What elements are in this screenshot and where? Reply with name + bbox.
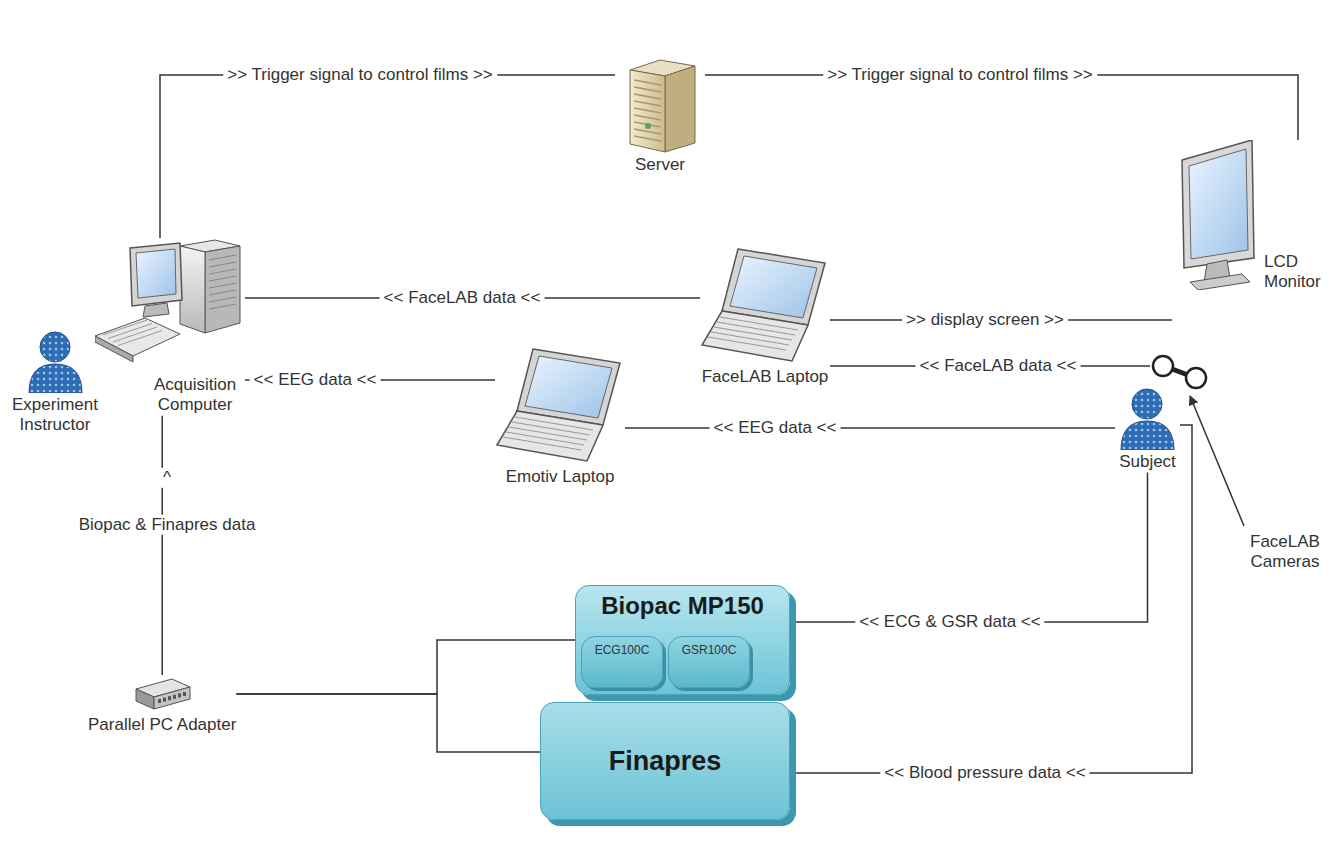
person-icon-node: Subject: [1115, 385, 1180, 472]
computer-icon: [95, 238, 245, 373]
device-box: Finapres: [540, 702, 790, 820]
signal-line: [161, 416, 163, 675]
laptop-icon: [495, 345, 625, 465]
icon-label: LCD Monitor: [1264, 252, 1326, 293]
signal-label: << Blood pressure data <<: [880, 763, 1089, 783]
signal-line: [236, 694, 540, 752]
signal-label: << FaceLAB data <<: [916, 356, 1081, 376]
signal-line: [790, 472, 1148, 622]
signal-line: [625, 427, 1115, 429]
signal-line: [160, 75, 615, 238]
server-icon: [615, 58, 705, 153]
monitor-icon: [1172, 140, 1260, 290]
box-title: ECG100C: [595, 643, 650, 657]
adapter-icon: [132, 675, 192, 713]
server-icon-node: Server: [615, 58, 705, 175]
box-title: GSR100C: [682, 643, 737, 657]
icon-label: Acquisition Computer: [145, 375, 245, 416]
icon-label: FaceLAB Cameras: [1240, 532, 1330, 573]
icon-label: Experiment Instructor: [5, 395, 105, 436]
signal-label: >> Trigger signal to control films >>: [223, 65, 497, 85]
laptop-icon-node: Emotiv Laptop: [495, 345, 625, 487]
laptop-icon: [700, 245, 830, 365]
module-box: GSR100C: [668, 636, 750, 688]
camera-icon-node: FaceLAB Cameras: [1150, 352, 1210, 392]
icon-label: Server: [635, 155, 685, 175]
signal-label: << ECG & GSR data <<: [855, 612, 1044, 632]
adapter-icon-node: Parallel PC Adapter: [88, 675, 236, 735]
laptop-icon-node: FaceLAB Laptop: [700, 245, 830, 387]
icon-label: Subject: [1119, 452, 1176, 472]
cameras-icon: [1150, 352, 1210, 392]
signal-label: >> Trigger signal to control films >>: [823, 65, 1097, 85]
signal-label: << EEG data <<: [250, 370, 381, 390]
signal-label: << FaceLAB data <<: [380, 288, 545, 308]
person-icon-node: Experiment Instructor: [5, 328, 105, 436]
arrow-caret: ^: [159, 468, 175, 488]
computer-icon-node: Acquisition Computer: [95, 238, 245, 416]
box-title: Biopac MP150: [601, 592, 764, 621]
signal-line: [790, 425, 1192, 773]
signal-line: [236, 640, 575, 694]
signal-label: << EEG data <<: [710, 418, 841, 438]
icon-label: FaceLAB Laptop: [702, 367, 829, 387]
monitor-icon-node: LCD Monitor: [1172, 140, 1326, 293]
device-box: Biopac MP150ECG100C GSR100C: [575, 585, 790, 695]
signal-label: >> display screen >>: [902, 310, 1068, 330]
icon-label: Parallel PC Adapter: [88, 715, 236, 735]
icon-label: Emotiv Laptop: [506, 467, 615, 487]
person-icon: [23, 328, 88, 393]
leader-arrow: [1190, 396, 1244, 526]
box-title: Finapres: [609, 745, 722, 777]
signal-label: Biopac & Finapres data: [75, 515, 260, 535]
person-icon: [1115, 385, 1180, 450]
module-box: ECG100C: [581, 636, 663, 688]
